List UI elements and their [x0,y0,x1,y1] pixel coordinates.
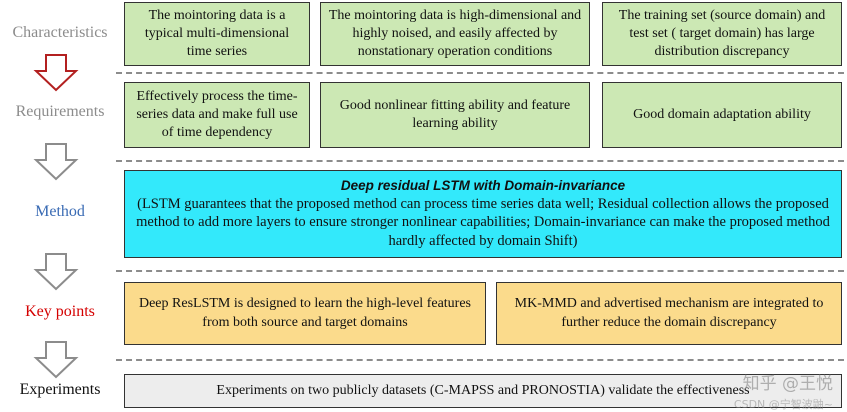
down-arrow-icon [33,341,79,379]
key-point-text: MK-MMD and advertised mechanism are inte… [514,296,824,330]
requirement-text: Good nonlinear fitting ability and featu… [339,97,571,131]
experiments-box: Experiments on two publicly datasets (C-… [124,374,842,408]
divider [116,359,844,361]
requirement-box: Effectively process the time-series data… [124,82,310,148]
down-arrow-icon [33,253,79,291]
stage-label-method: Method [35,203,85,220]
watermark-sub: CSDN @宁智波鼬~ [733,398,833,411]
watermark: 知乎 @王悦 [742,374,833,394]
characteristic-box: The mointoring data is high-dimensional … [320,2,590,66]
key-point-box: Deep ResLSTM is designed to learn the hi… [124,282,486,345]
stage-label-key-points: Key points [25,303,95,320]
requirement-text: Effectively process the time-series data… [136,88,298,141]
requirement-text: Good domain adaptation ability [633,106,811,122]
stage-label-characteristics: Characteristics [12,24,108,41]
characteristic-box: The training set (source domain) and tes… [602,2,842,66]
stage-label-requirements: Requirements [15,103,105,120]
characteristic-text: The training set (source domain) and tes… [618,7,826,60]
experiments-text: Experiments on two publicly datasets (C-… [216,382,750,398]
requirement-box: Good domain adaptation ability [602,82,842,148]
divider [116,270,844,272]
method-box: Deep residual LSTM with Domain-invarianc… [124,170,842,258]
key-point-box: MK-MMD and advertised mechanism are inte… [496,282,842,345]
requirement-box: Good nonlinear fitting ability and featu… [320,82,590,148]
divider [116,72,844,74]
stage-label-experiments: Experiments [19,381,101,398]
method-title: Deep residual LSTM with Domain-invarianc… [340,177,626,193]
key-point-text: Deep ResLSTM is designed to learn the hi… [138,296,471,330]
method-description: (LSTM guarantees that the proposed metho… [136,195,830,250]
divider [116,160,844,162]
characteristic-text: The mointoring data is high-dimensional … [328,7,582,60]
characteristic-text: The mointoring data is a typical multi-d… [144,7,290,60]
down-arrow-icon [33,54,79,92]
characteristic-box: The mointoring data is a typical multi-d… [124,2,310,66]
down-arrow-icon [33,143,79,181]
